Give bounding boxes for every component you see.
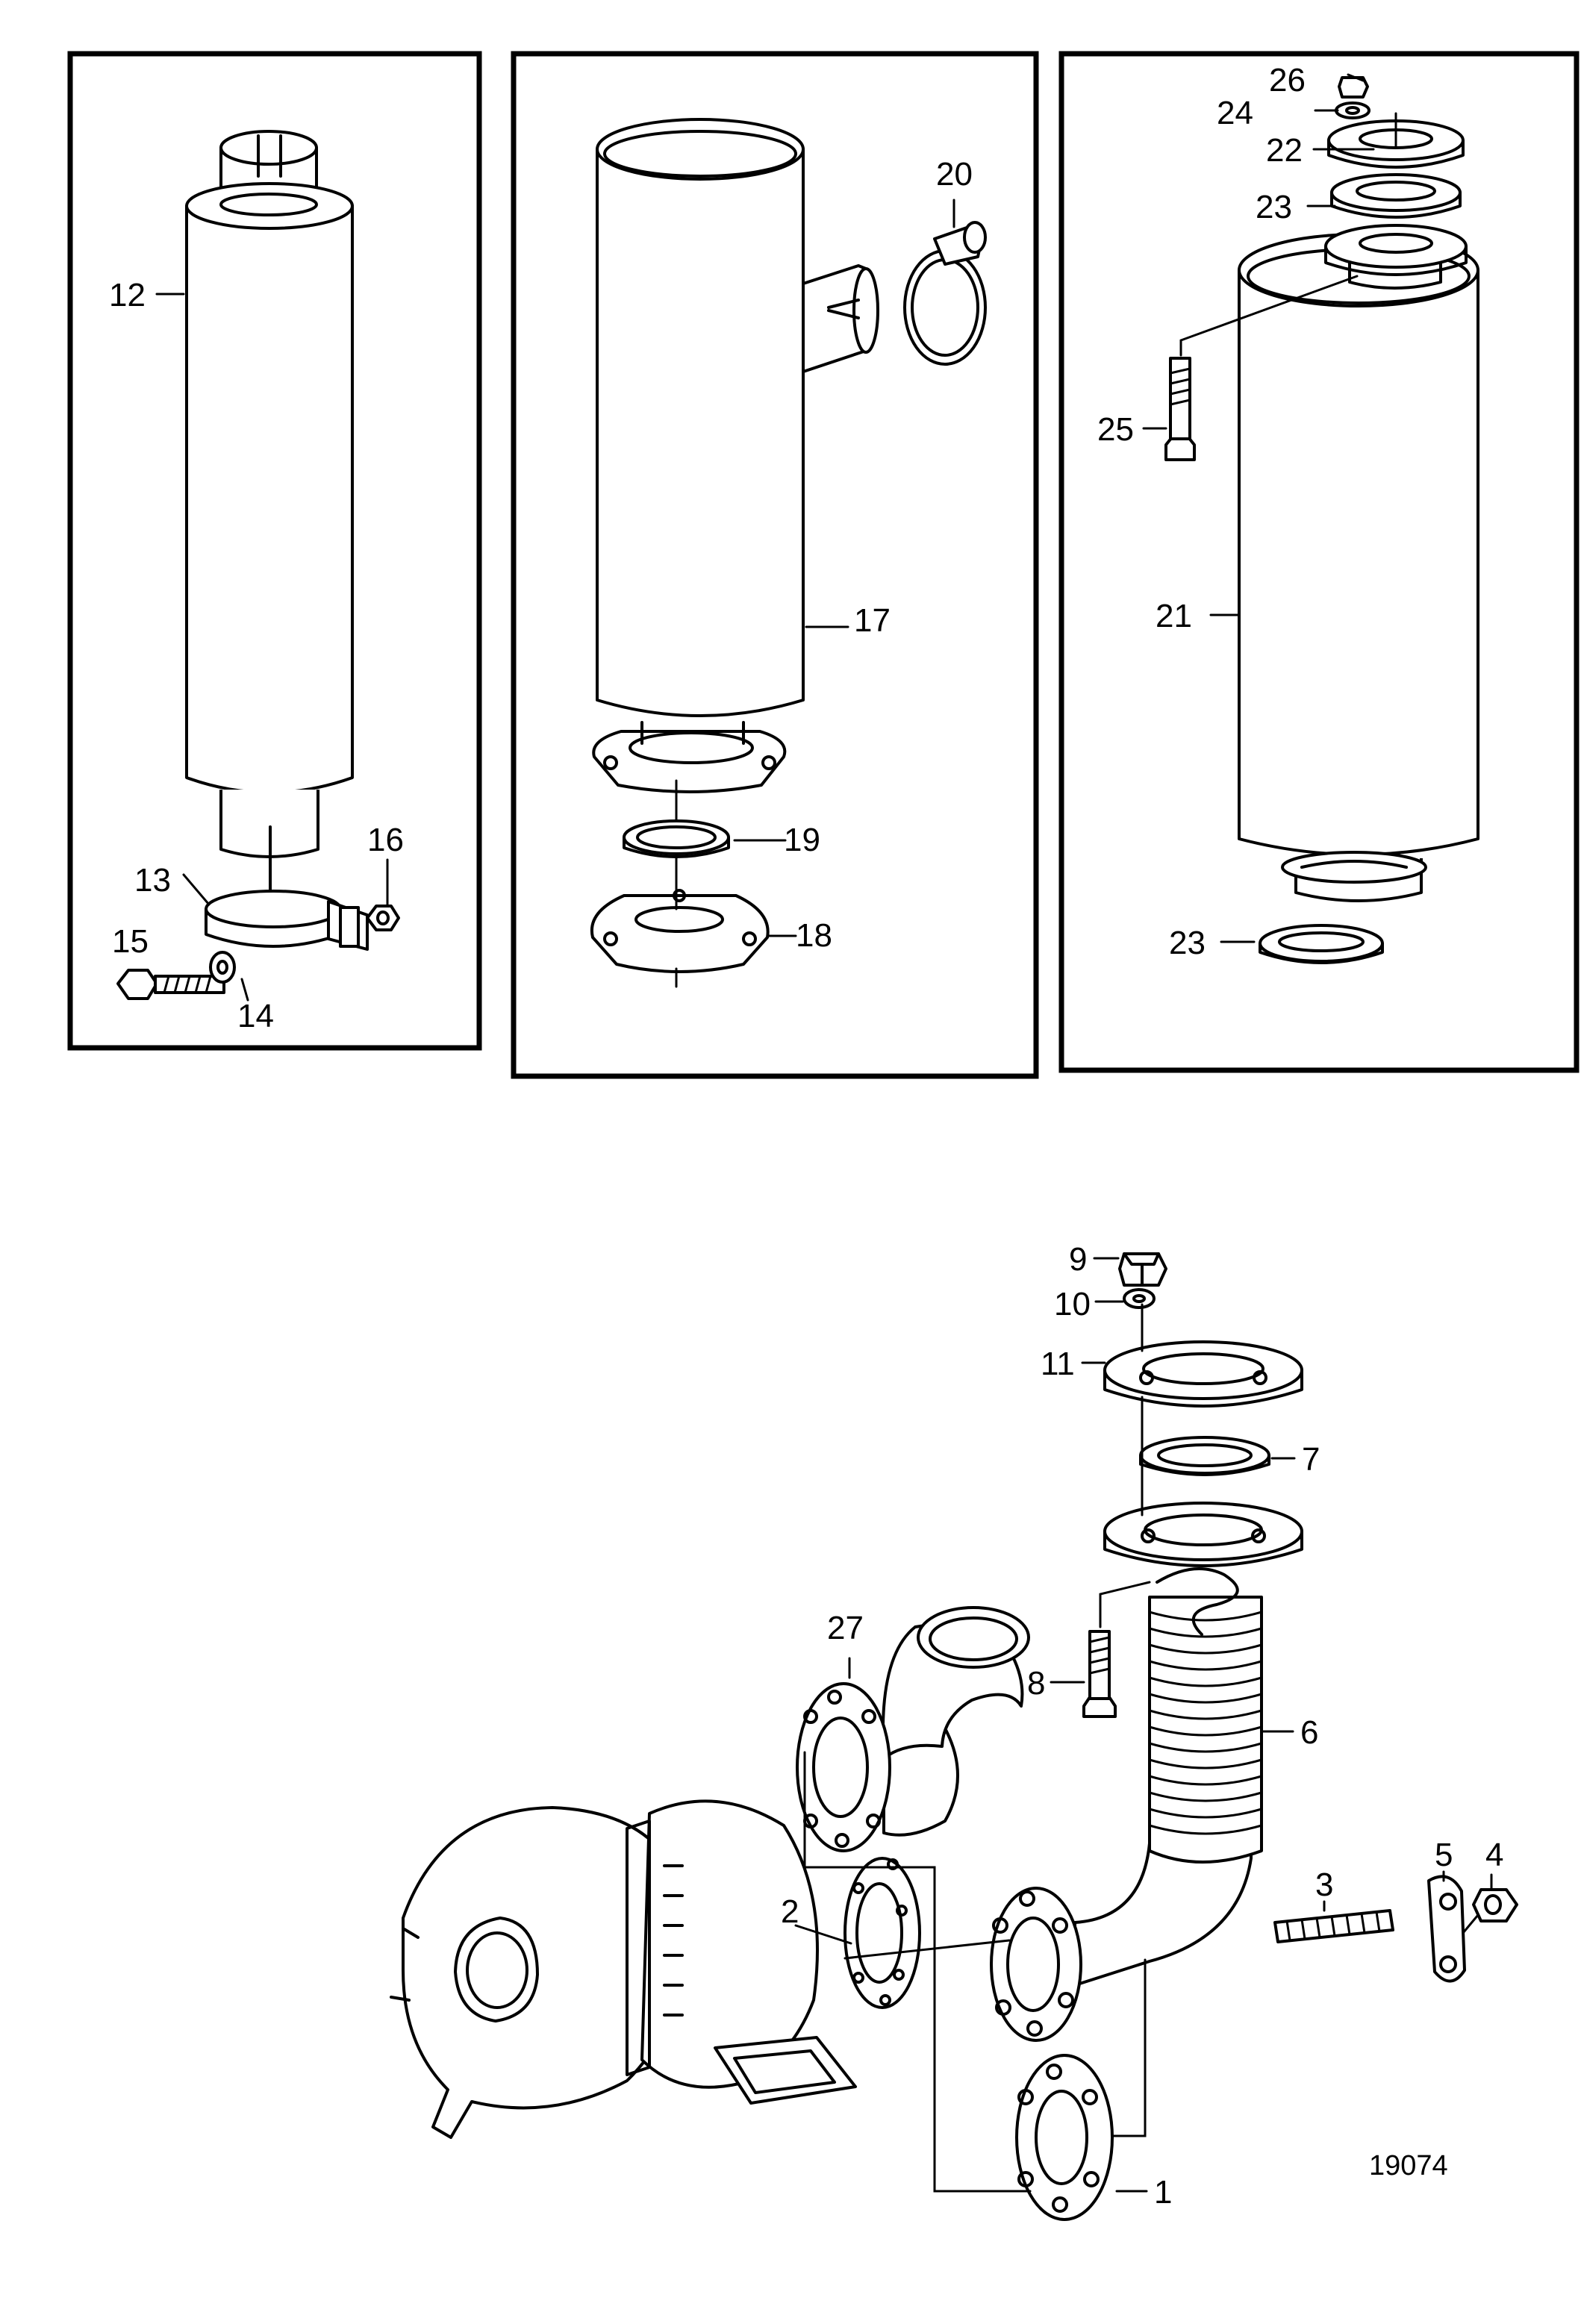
callout-4: 4 bbox=[1485, 1837, 1503, 1873]
nut-9 bbox=[1118, 1252, 1167, 1287]
figure-reference-number: 19074 bbox=[1369, 2150, 1448, 2181]
callout-18: 18 bbox=[796, 917, 832, 954]
hose-clamp-20 bbox=[903, 221, 987, 366]
callout-6: 6 bbox=[1300, 1714, 1318, 1751]
flange-18 bbox=[590, 889, 770, 973]
bottom-flange bbox=[1281, 851, 1427, 902]
bolt-15 bbox=[116, 969, 225, 1000]
callout-21: 21 bbox=[1156, 598, 1192, 634]
muffler-21 bbox=[1238, 233, 1479, 856]
callout-26: 26 bbox=[1269, 62, 1306, 99]
callout-23-bottom: 23 bbox=[1169, 925, 1206, 961]
muffler-12 bbox=[185, 130, 354, 897]
callout-25: 25 bbox=[1097, 411, 1134, 448]
flange-11 bbox=[1103, 1340, 1303, 1408]
panel-muffler-12 bbox=[67, 51, 482, 1051]
stud-3 bbox=[1273, 1909, 1394, 1943]
clamp-13 bbox=[205, 890, 369, 951]
callout-7: 7 bbox=[1302, 1441, 1320, 1478]
callout-24: 24 bbox=[1217, 95, 1253, 131]
nut-26 bbox=[1338, 76, 1369, 99]
flange-plate-top bbox=[1324, 224, 1468, 276]
flange-pipe-top bbox=[1103, 1502, 1303, 1567]
callout-22: 22 bbox=[1266, 132, 1303, 169]
callout-14: 14 bbox=[237, 998, 274, 1034]
gasket-2 bbox=[843, 1857, 921, 2009]
plate-5 bbox=[1427, 1875, 1466, 1983]
flange-1 bbox=[1015, 2054, 1114, 2221]
gasket-23-top bbox=[1330, 173, 1462, 219]
elbow-27 bbox=[796, 1606, 1030, 1852]
callout-12: 12 bbox=[109, 277, 146, 313]
washer-10 bbox=[1123, 1288, 1156, 1309]
callout-5: 5 bbox=[1435, 1837, 1453, 1873]
panel-muffler-17 bbox=[511, 51, 1039, 1079]
callout-11: 11 bbox=[1041, 1346, 1075, 1382]
callout-10: 10 bbox=[1054, 1286, 1091, 1322]
callout-labels: 12 13 15 14 16 20 17 19 18 26 24 22 23 2… bbox=[109, 62, 1503, 2211]
callout-1: 1 bbox=[1154, 2174, 1172, 2211]
callout-15: 15 bbox=[112, 923, 149, 960]
washer-24 bbox=[1335, 101, 1370, 119]
nut-4 bbox=[1472, 1888, 1518, 1922]
callout-8: 8 bbox=[1027, 1665, 1045, 1702]
turbocharger bbox=[390, 1799, 857, 2139]
bellows-6 bbox=[1148, 1567, 1263, 1864]
callout-16: 16 bbox=[367, 822, 404, 858]
callout-9: 9 bbox=[1069, 1241, 1087, 1278]
callout-19: 19 bbox=[784, 822, 820, 858]
callout-3: 3 bbox=[1315, 1867, 1333, 1903]
muffler-17 bbox=[592, 118, 879, 793]
callout-23-top: 23 bbox=[1256, 189, 1292, 225]
callout-13: 13 bbox=[134, 862, 171, 899]
bolt-25 bbox=[1164, 357, 1196, 461]
gasket-7 bbox=[1139, 1436, 1270, 1476]
callout-27: 27 bbox=[827, 1610, 864, 1646]
nut-16 bbox=[366, 905, 400, 931]
bolt-8 bbox=[1082, 1630, 1117, 1718]
gasket-23-bottom bbox=[1259, 924, 1384, 964]
washer-14 bbox=[209, 951, 236, 984]
seal-ring-19 bbox=[623, 819, 730, 858]
panel-muffler-21 bbox=[1058, 51, 1580, 1073]
callout-17: 17 bbox=[854, 602, 891, 639]
callout-2: 2 bbox=[781, 1893, 799, 1930]
callout-20: 20 bbox=[936, 156, 973, 193]
